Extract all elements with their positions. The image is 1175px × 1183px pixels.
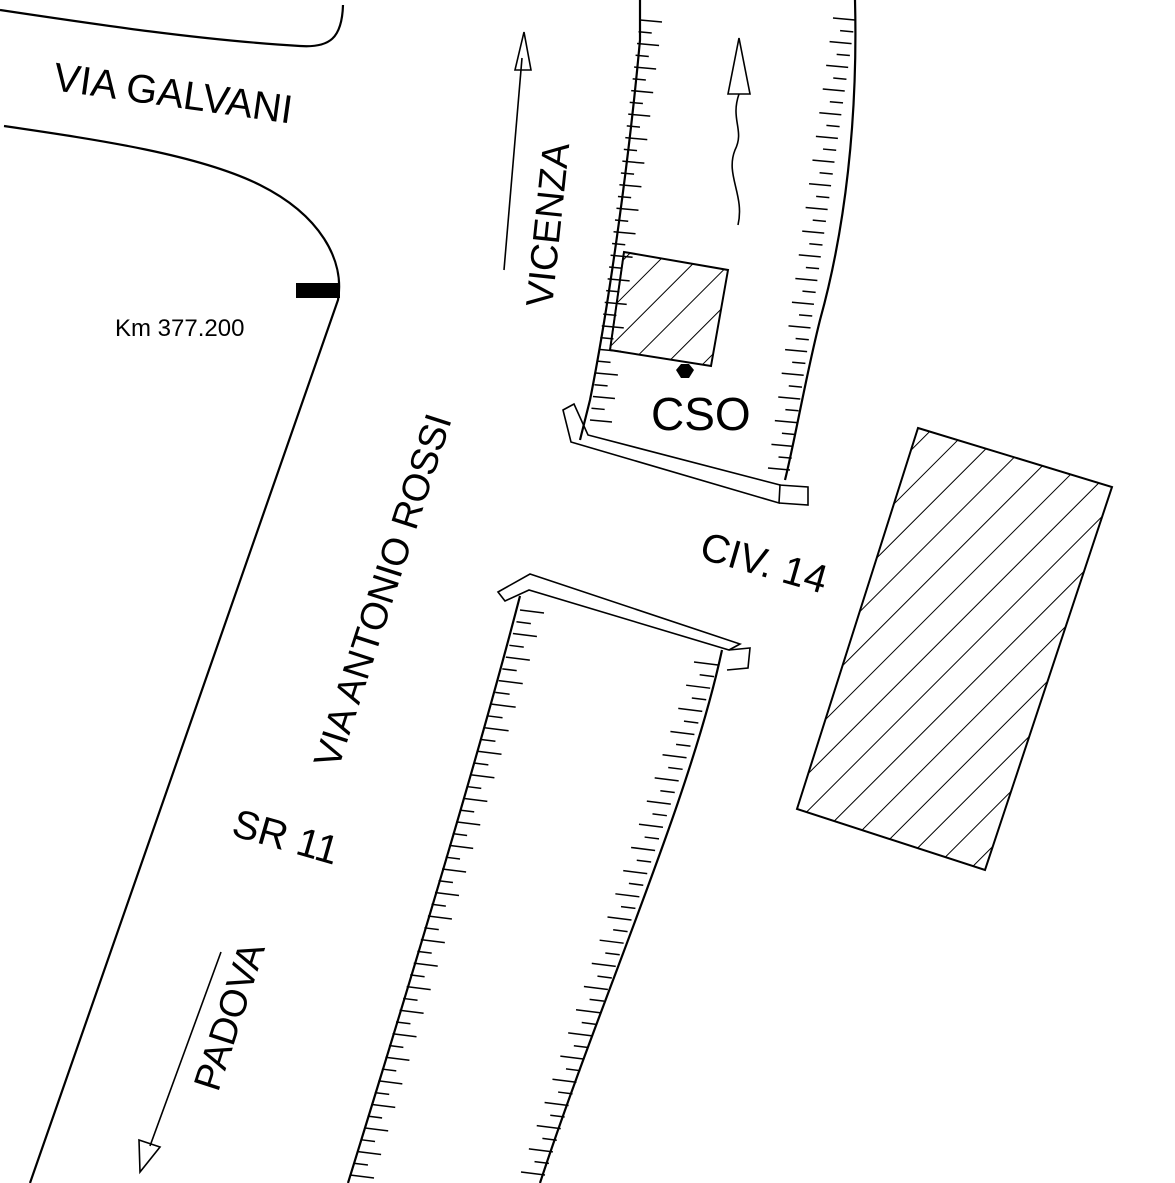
vicenza-label: VICENZA bbox=[519, 140, 578, 309]
via-antonio-rossi-label: VIA ANTONIO ROSSI bbox=[307, 409, 461, 773]
km-marker-label: Km 377.200 bbox=[115, 315, 244, 342]
cso-building bbox=[608, 250, 730, 368]
padova-label: PADOVA bbox=[187, 937, 274, 1096]
civ-14-label: CIV. 14 bbox=[696, 524, 833, 602]
south-sidewalk bbox=[346, 573, 751, 1183]
flow-direction-arrow-icon bbox=[727, 37, 751, 226]
via-galvani-north-curb bbox=[0, 4, 345, 48]
vicenza-direction-arrow-icon bbox=[503, 31, 532, 271]
padova-direction-arrow-icon bbox=[138, 951, 222, 1175]
cso-point-icon bbox=[676, 364, 694, 378]
sr11-west-curb bbox=[3, 124, 341, 1183]
via-galvani-label: VIA GALVANI bbox=[51, 55, 296, 132]
building-civ-14 bbox=[795, 426, 1114, 872]
cso-label: CSO bbox=[651, 388, 751, 440]
sr-11-label: SR 11 bbox=[228, 801, 344, 873]
km-marker-post bbox=[296, 283, 340, 298]
